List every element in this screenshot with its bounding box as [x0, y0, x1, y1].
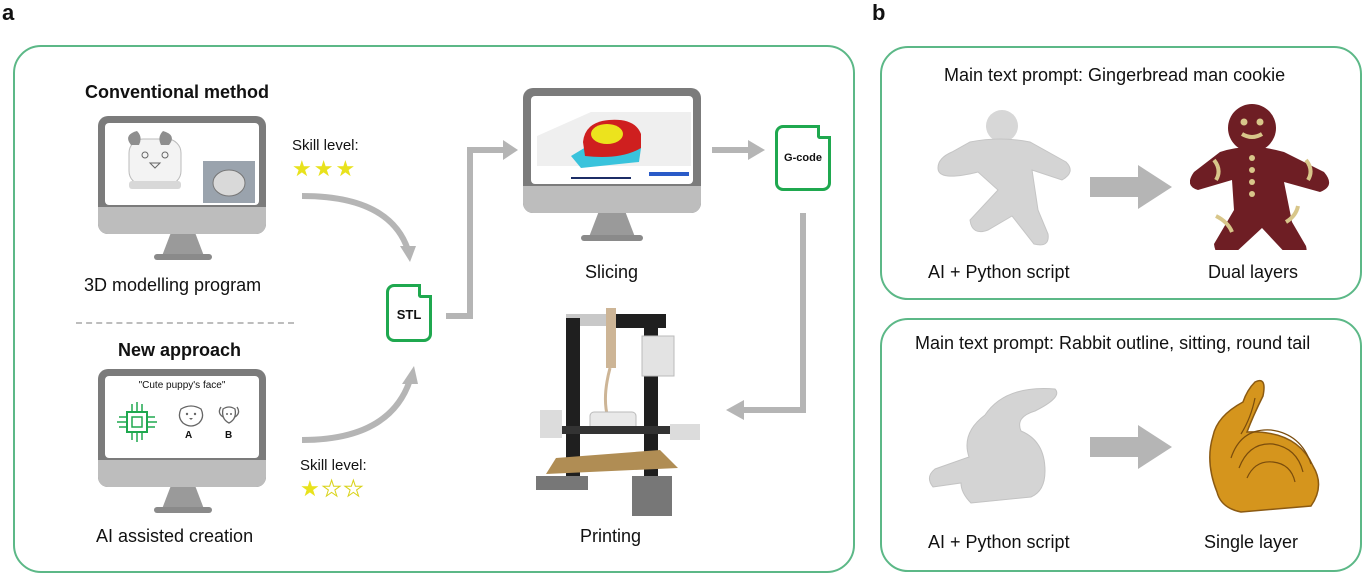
new-approach-title: New approach — [118, 340, 242, 360]
stl-file-label: STL — [396, 307, 422, 322]
rabbit-print-icon — [1209, 379, 1320, 513]
prompt-text: "Cute puppy's face" — [138, 380, 226, 391]
example-gingerbread-left-caption: AI + Python script — [928, 262, 1070, 282]
slicing-caption: Slicing — [585, 262, 639, 282]
ai-caption: AI assisted creation — [96, 526, 254, 546]
slicer-model-icon — [537, 112, 691, 179]
example-rabbit-right-caption: Single layer — [1204, 532, 1299, 552]
puppy-option-b-icon — [218, 406, 240, 424]
example-gingerbread-prompt: Main text prompt: Gingerbread man cookie — [944, 65, 1286, 85]
arrowhead — [400, 246, 416, 262]
option-b-label: B — [225, 430, 233, 441]
flow-arrows — [301, 140, 806, 443]
slicing-monitor — [523, 88, 701, 243]
slicer-screen — [531, 96, 693, 184]
modelling-monitor — [98, 116, 266, 264]
skill-label-conventional: Skill level: — [292, 137, 359, 154]
arrow-right-icon — [1090, 165, 1172, 209]
arrowhead — [726, 400, 744, 420]
modelling-caption: 3D modelling program — [84, 275, 262, 295]
printing-caption: Printing — [580, 526, 642, 546]
elbow-arrow-gcode-to-printer — [742, 213, 806, 413]
star-filled-icon: ★ — [292, 156, 314, 181]
gcode-file-icon: G-code — [775, 125, 831, 191]
ai-chip-icon — [117, 402, 157, 442]
arrowhead — [748, 140, 765, 160]
stl-file-icon: STL — [386, 284, 432, 342]
rabbit-model-icon — [929, 388, 1058, 504]
skill-rating-new: ★★★ — [300, 476, 366, 501]
option-a-label: A — [185, 430, 193, 441]
curved-arrow-down — [301, 193, 411, 252]
example-rabbit-left-caption: AI + Python script — [928, 532, 1070, 552]
arrowhead — [402, 366, 418, 384]
example-gingerbread-right-caption: Dual layers — [1208, 262, 1299, 282]
star-empty-icon: ★ — [321, 476, 344, 501]
conventional-method-title: Conventional method — [85, 82, 269, 102]
elbow-arrow-stl-to-slicing — [446, 147, 505, 319]
curved-arrow-up — [301, 379, 413, 443]
modelling-screen — [105, 123, 259, 205]
ai-monitor: "Cute puppy's face" A B — [98, 369, 266, 517]
arrow-right-icon — [1090, 425, 1172, 469]
star-empty-icon: ★ — [343, 476, 366, 501]
arrowhead — [503, 140, 518, 160]
panel-letter-b: b — [872, 0, 886, 25]
puppy-option-a-icon — [178, 405, 204, 427]
puppy-model-icon — [128, 131, 255, 203]
section-divider — [76, 322, 294, 324]
star-filled-icon: ★ — [335, 156, 358, 181]
panel-letter-a: a — [2, 0, 15, 25]
skill-rating-conventional: ★★★ — [292, 158, 357, 180]
gingerbread-model-icon — [937, 110, 1071, 246]
star-filled-icon: ★ — [313, 156, 336, 181]
printer-icon — [536, 308, 700, 516]
gcode-file-label: G-code — [784, 152, 822, 164]
ai-screen: "Cute puppy's face" A B — [105, 376, 259, 458]
gingerbread-print-icon — [1190, 104, 1330, 250]
example-rabbit-prompt: Main text prompt: Rabbit outline, sittin… — [915, 333, 1311, 353]
skill-label-new: Skill level: — [300, 457, 367, 474]
star-filled-icon: ★ — [300, 476, 322, 501]
